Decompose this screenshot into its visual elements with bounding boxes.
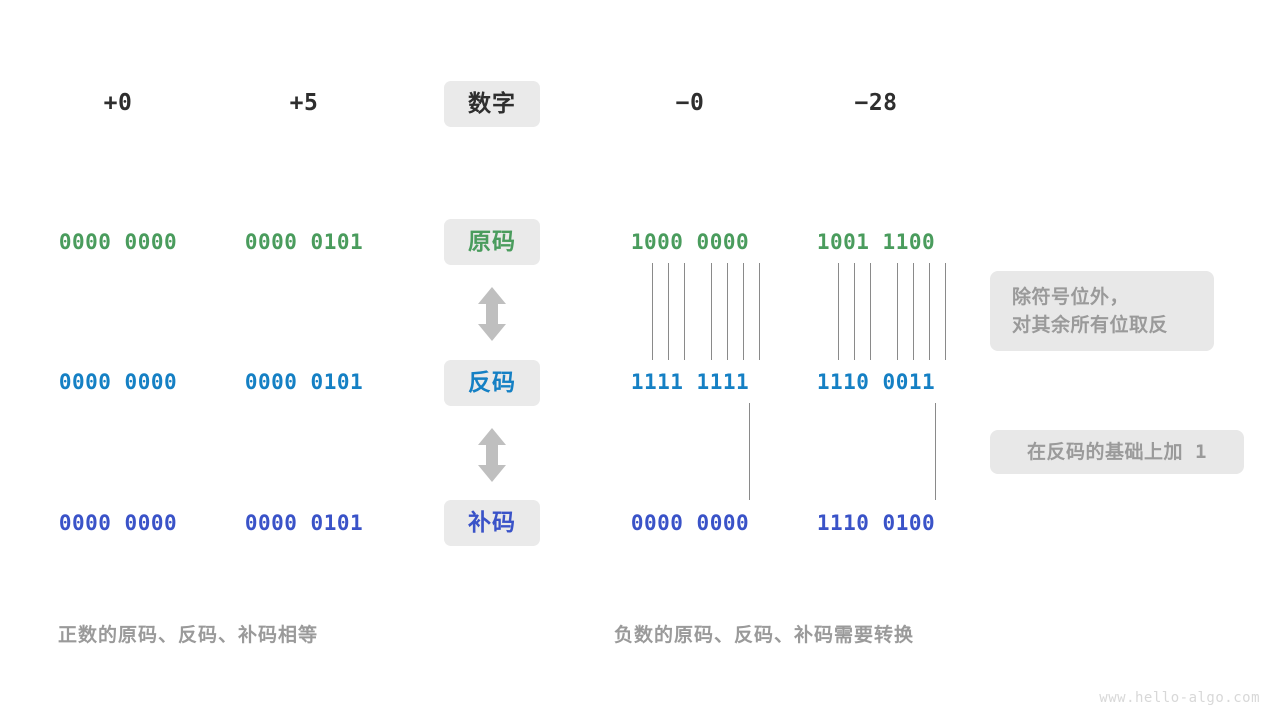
connector-neg-zero-bit6 (727, 263, 728, 360)
connector-neg-28-bit3 (854, 263, 855, 360)
sign-magnitude-pos-five: 0000 0101 (244, 230, 364, 254)
connector-neg-zero-bit5 (711, 263, 712, 360)
caption-positive: 正数的原码、反码、补码相等 (58, 624, 319, 646)
column-header-pos-zero: +0 (103, 90, 133, 116)
ones-complement-neg-zero: 1111 1111 (630, 370, 750, 394)
connector-neg-28-bit7 (929, 263, 930, 360)
connector-neg-zero-bit4 (684, 263, 685, 360)
row-label-sign-magnitude: 原码 (444, 219, 540, 265)
watermark: www.hello-algo.com (1099, 690, 1260, 706)
connector-neg-zero-bit2 (652, 263, 653, 360)
sign-magnitude-neg-zero: 1000 0000 (630, 230, 750, 254)
note-add-one-value: 1 (1195, 440, 1207, 463)
note-invert-line-2: 对其余所有位取反 (1012, 314, 1169, 336)
note-add-one-text: 在反码的基础上加 (1027, 440, 1184, 463)
row-label-twos-complement: 补码 (444, 500, 540, 546)
connector-carry-neg-zero (749, 403, 750, 500)
connector-neg-zero-bit8 (759, 263, 760, 360)
double-arrow-ones-to-twos (475, 427, 509, 483)
twos-complement-neg-zero: 0000 0000 (630, 511, 750, 535)
twos-complement-neg-28: 1110 0100 (816, 511, 936, 535)
column-header-neg-zero: −0 (675, 90, 705, 116)
note-invert-line-1: 除符号位外， (1012, 285, 1130, 308)
double-arrow-sign-to-ones (475, 286, 509, 342)
twos-complement-pos-five: 0000 0101 (244, 511, 364, 535)
connector-neg-28-bit6 (913, 263, 914, 360)
caption-negative: 负数的原码、反码、补码需要转换 (614, 624, 915, 646)
connector-neg-zero-bit3 (668, 263, 669, 360)
connector-neg-28-bit8 (945, 263, 946, 360)
connector-carry-neg-28 (935, 403, 936, 500)
connector-neg-28-bit2 (838, 263, 839, 360)
connector-neg-28-bit5 (897, 263, 898, 360)
note-invert-bits: 除符号位外， 对其余所有位取反 (990, 271, 1214, 351)
row-label-number: 数字 (444, 81, 540, 127)
sign-magnitude-pos-zero: 0000 0000 (58, 230, 178, 254)
column-header-neg-28: −28 (854, 90, 898, 116)
connector-neg-zero-bit7 (743, 263, 744, 360)
row-label-ones-complement: 反码 (444, 360, 540, 406)
twos-complement-pos-zero: 0000 0000 (58, 511, 178, 535)
note-add-one: 在反码的基础上加 1 (990, 430, 1244, 474)
ones-complement-pos-zero: 0000 0000 (58, 370, 178, 394)
column-header-pos-five: +5 (289, 90, 319, 116)
ones-complement-pos-five: 0000 0101 (244, 370, 364, 394)
connector-neg-28-bit4 (870, 263, 871, 360)
ones-complement-neg-28: 1110 0011 (816, 370, 936, 394)
sign-magnitude-neg-28: 1001 1100 (816, 230, 936, 254)
